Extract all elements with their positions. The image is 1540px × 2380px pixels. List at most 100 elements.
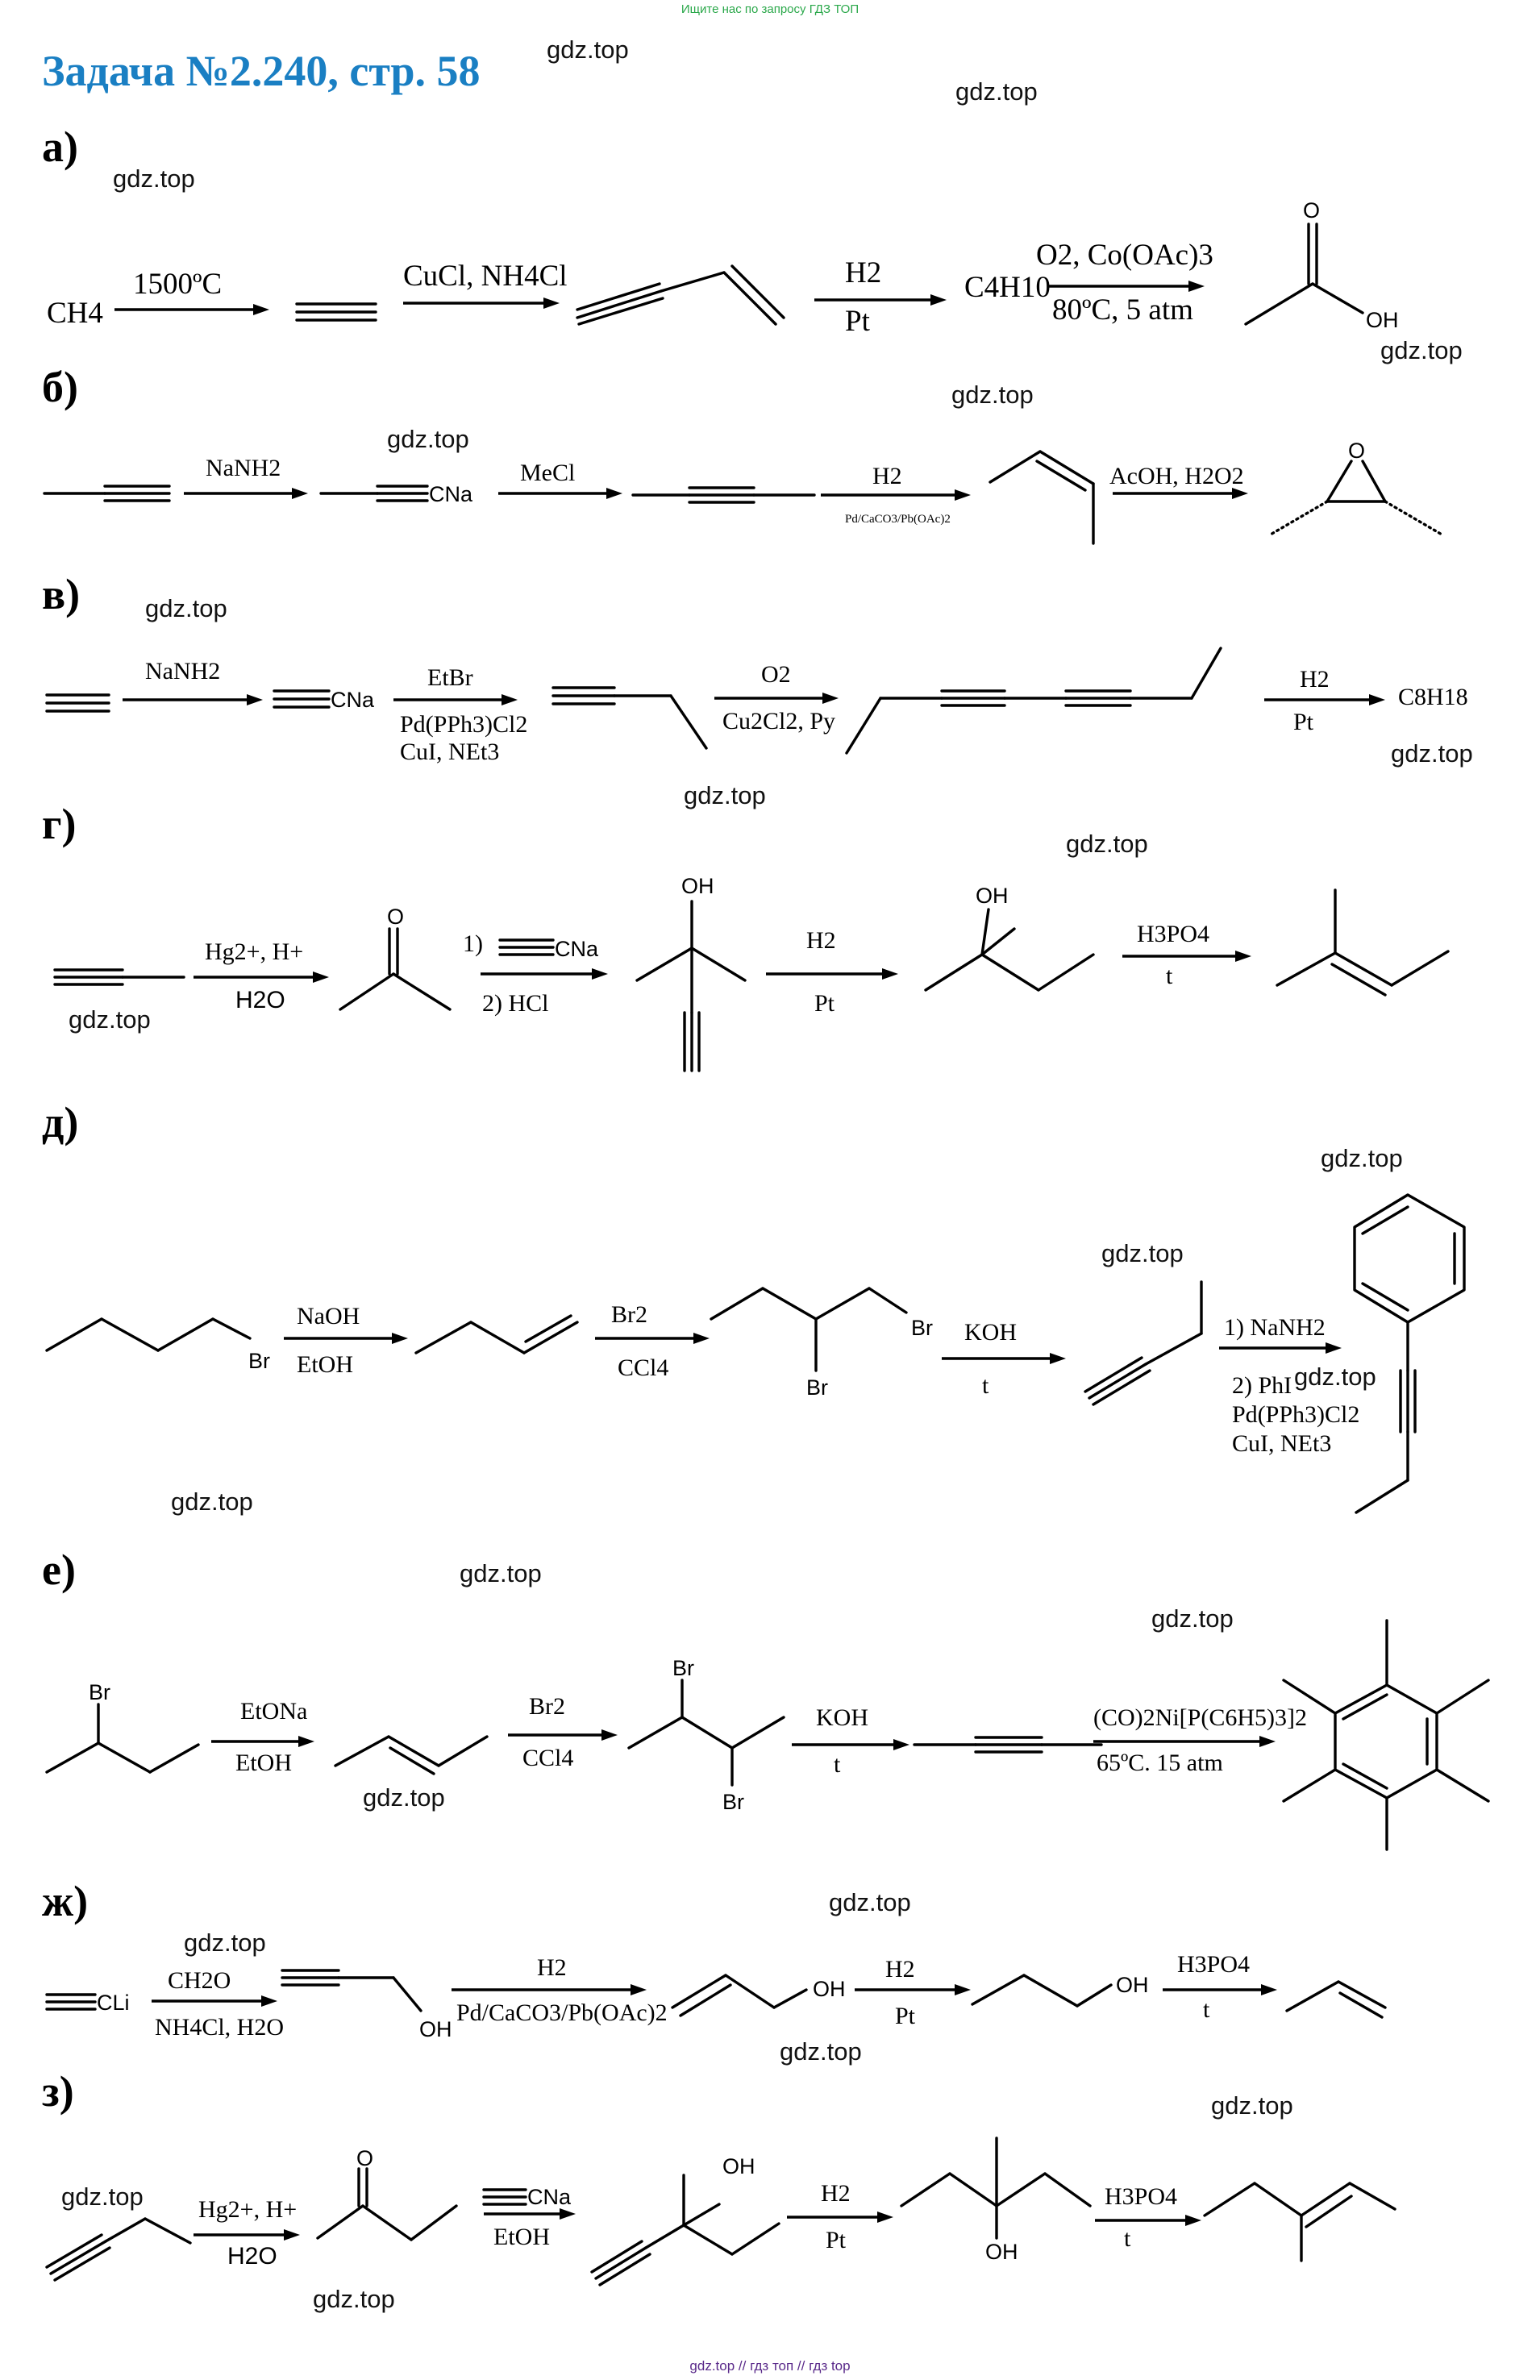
propargyl-alcohol-structure: OH — [281, 1969, 452, 2041]
watermark: gdz.top — [313, 2285, 395, 2313]
reaction-condition: CuI, NEt3 — [1232, 1430, 1331, 1457]
reaction-arrow: H2 Pt — [787, 2180, 893, 2253]
section-b: б) NaNH2 CNa MeCl — [42, 363, 1445, 545]
section-label: б) — [42, 363, 78, 411]
reaction-condition: H2 — [845, 256, 881, 289]
butyne-1-structure — [1084, 1280, 1203, 1406]
reaction-arrow: Hg2+, H+ H2O — [194, 2196, 300, 2270]
reaction-condition: H2O — [227, 2243, 277, 2270]
reaction-condition: CH2O — [168, 1967, 231, 1994]
reaction-condition: 2) HCl — [482, 990, 549, 1017]
acetylene-structure — [295, 302, 377, 322]
reaction-condition: CuI, NEt3 — [400, 739, 499, 765]
reaction-arrow: H2 Pt — [1264, 666, 1385, 735]
header-note[interactable]: Ищите нас по запросу ГДЗ ТОП — [681, 2, 859, 16]
reaction-arrow: CuCl, NH4Cl — [403, 260, 568, 309]
reaction-condition: EtOH — [235, 1750, 292, 1776]
section-zh: ж) CLi CH2O NH4Cl, H2O OH H2 Pd/CaCO3/Pb… — [42, 1877, 1387, 2041]
butyne-1-structure — [45, 2217, 192, 2282]
reaction-condition: CuCl, NH4Cl — [403, 260, 568, 293]
methylbutynol-structure: OH — [635, 874, 747, 1072]
reaction-condition: Pt — [826, 2227, 847, 2253]
reaction-arrow: MeCl — [498, 460, 622, 499]
propyne-structure — [43, 485, 171, 502]
footer-links[interactable]: gdz.top // гдз топ // гдз top — [689, 2358, 850, 2374]
reaction-arrow: 1) NaNH2 2) PhI Pd(PPh3)Cl2 CuI, NEt3 — [1219, 1314, 1359, 1457]
product-octane: C8H18 — [1398, 684, 1468, 710]
intermediate-butane: C4H10 — [964, 271, 1051, 304]
reaction-condition: Pt — [845, 305, 871, 338]
reaction-condition: O2, Co(OAc)3 — [1036, 239, 1213, 272]
reaction-condition: EtOH — [297, 1351, 353, 1378]
atom-label: Br — [722, 1790, 744, 1814]
reaction-condition: NH4Cl, H2O — [155, 2014, 284, 2041]
reaction-arrow: NaNH2 — [123, 658, 263, 705]
reaction-condition: H3PO4 — [1105, 2183, 1177, 2210]
watermark: gdz.top — [387, 425, 469, 453]
atom-label: Br — [89, 1680, 110, 1704]
reaction-arrow: O2 Cu2Cl2, Py — [714, 661, 839, 734]
reaction-condition: H2 — [806, 927, 836, 954]
atom-label: OH — [419, 2017, 452, 2041]
reaction-arrow: EtONa EtOH — [211, 1698, 314, 1776]
dibromobutane-2-3-structure: Br Br — [627, 1656, 785, 1814]
reaction-condition: H2 — [537, 1954, 567, 1981]
reaction-arrow: (CO)2Ni[P(C6H5)3]2 65ºC. 15 atm — [1093, 1704, 1307, 1776]
atom-label: CNa — [429, 482, 473, 506]
reaction-condition: Cu2Cl2, Py — [722, 708, 835, 734]
watermark: gdz.top — [363, 1783, 445, 1812]
atom-label: O — [387, 905, 404, 929]
reaction-condition: Pd(PPh3)Cl2 — [400, 711, 527, 738]
section-label: д) — [42, 1098, 78, 1146]
reaction-arrow: H2 Pd/CaCO3/Pb(OAc)2 — [821, 463, 971, 526]
reaction-condition: Pd/CaCO3/Pb(OAc)2 — [456, 1999, 668, 2026]
atom-label: Br — [672, 1656, 694, 1680]
reaction-condition: t — [1203, 1996, 1210, 2023]
reaction-arrow: O2, Co(OAc)3 80ºC, 5 atm — [1036, 239, 1213, 327]
reaction-condition: H3PO4 — [1177, 1951, 1250, 1978]
reaction-condition: Hg2+, H+ — [198, 2196, 297, 2223]
watermark: gdz.top — [547, 35, 629, 64]
reaction-arrow: H2 Pt — [766, 927, 898, 1017]
atom-label: OH — [976, 884, 1009, 908]
reaction-condition: t — [1124, 2225, 1131, 2252]
atom-label: CNa — [331, 688, 375, 712]
methylpentynol-structure: OH — [590, 2154, 780, 2286]
reaction-condition: EtOH — [493, 2224, 550, 2250]
atom-label: CNa — [555, 937, 599, 961]
section-label: а) — [42, 123, 78, 171]
section-label: з) — [42, 2067, 74, 2116]
watermark: gdz.top — [829, 1888, 911, 1916]
watermark: gdz.top — [955, 77, 1038, 106]
section-e: е) Br EtONa EtOH Br2 CCl4 — [42, 1546, 1490, 1851]
reaction-condition: NaOH — [297, 1303, 360, 1329]
butanone-structure: O — [316, 2146, 458, 2241]
section-a: а) CH4 1500ºC CuCl, NH4Cl H2 Pt C4 — [42, 123, 1399, 338]
watermark: gdz.top — [1101, 1239, 1184, 1267]
atom-label: O — [1348, 439, 1365, 463]
reaction-condition: MeCl — [520, 460, 575, 486]
watermark: gdz.top — [1391, 739, 1473, 768]
reaction-condition: NaNH2 — [206, 455, 281, 481]
reaction-arrow: AcOH, H2O2 — [1109, 463, 1248, 499]
reaction-condition: Pd/CaCO3/Pb(OAc)2 — [845, 513, 951, 526]
reaction-condition: AcOH, H2O2 — [1109, 463, 1244, 489]
atom-label: Br — [911, 1316, 933, 1340]
propene-structure — [1285, 1980, 1387, 2019]
reaction-condition: Pt — [1293, 709, 1314, 735]
section-d: д) Br NaOH EtOH Br2 CCl4 — [42, 1098, 1466, 1514]
phenylbutyne-structure — [1353, 1193, 1466, 1514]
watermark: gdz.top — [1321, 1144, 1403, 1172]
reaction-arrow: H2 Pd/CaCO3/Pb(OAc)2 — [452, 1954, 668, 2026]
reaction-condition: H2O — [235, 987, 285, 1013]
acetic-acid-structure: O OH — [1244, 198, 1399, 332]
section-v: в) NaNH2 CNa EtBr Pd(PPh3)Cl2 CuI, NEt3 — [42, 570, 1468, 765]
watermark: gdz.top — [145, 594, 227, 622]
propanol-structure: OH — [971, 1973, 1149, 2008]
sodium-acetylide-structure: CNa — [273, 688, 375, 712]
watermark: gdz.top — [69, 1005, 151, 1034]
section-label: е) — [42, 1546, 76, 1594]
reaction-arrow: H3PO4 t — [1163, 1951, 1277, 2023]
watermark: gdz.top — [171, 1488, 253, 1516]
